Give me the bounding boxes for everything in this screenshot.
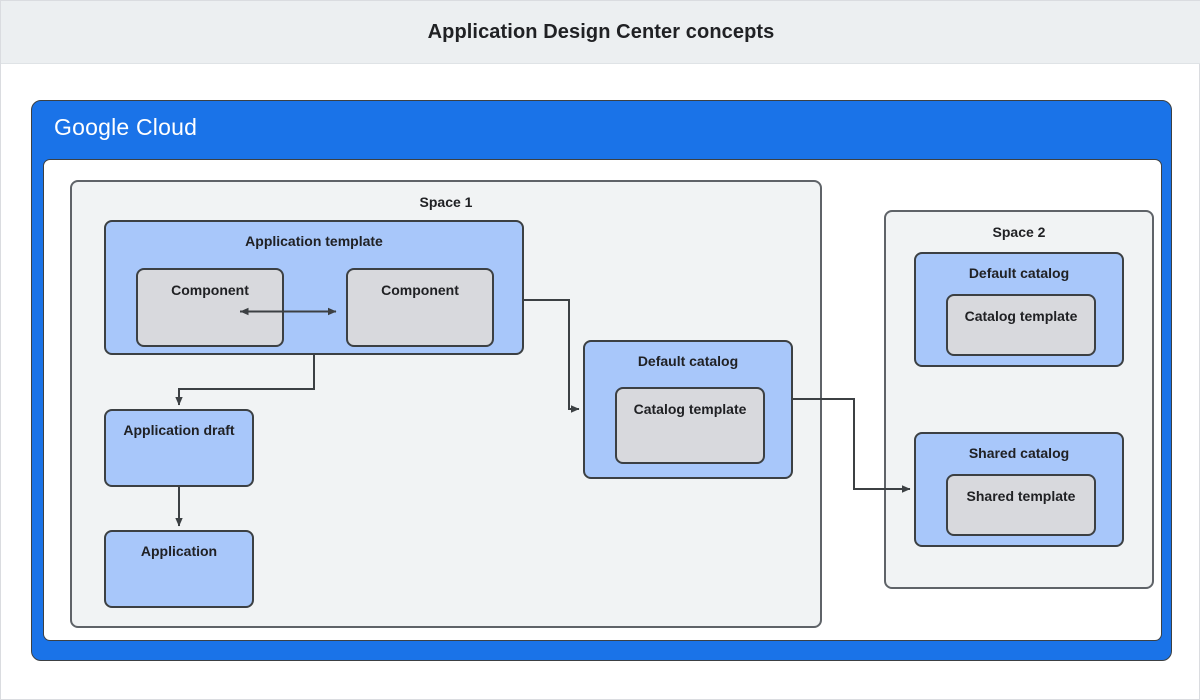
page-title: Application Design Center concepts xyxy=(427,20,775,43)
component-box-1: Component xyxy=(136,268,284,347)
shared-template-box: Shared template xyxy=(946,474,1096,536)
application-box: Application xyxy=(104,530,254,608)
catalog-template-box-space-2: Catalog template xyxy=(946,294,1096,356)
default-catalog-box-space-2: Default catalog Catalog template xyxy=(914,252,1124,367)
space-2-label: Space 2 xyxy=(992,224,1046,240)
application-draft-label: Application draft xyxy=(123,422,235,438)
catalog-template-box-space-1: Catalog template xyxy=(615,387,765,464)
default-catalog-box-space-1: Default catalog Catalog template xyxy=(583,340,793,479)
application-template-label: Application template xyxy=(245,233,383,249)
google-cloud-inner-panel: Space 1 Application template Component C… xyxy=(43,159,1162,641)
application-label: Application xyxy=(140,543,218,559)
google-cloud-logo-word-google: Google xyxy=(54,114,130,140)
component-label-1: Component xyxy=(171,282,249,298)
google-cloud-logo: Google Cloud xyxy=(54,114,197,141)
shared-catalog-box: Shared catalog Shared template xyxy=(914,432,1124,547)
google-cloud-logo-word-cloud: Cloud xyxy=(135,114,198,140)
default-catalog-label-space-1: Default catalog xyxy=(637,353,739,369)
google-cloud-frame: Google Cloud Space 1 Application templat… xyxy=(31,100,1172,661)
page-header: Application Design Center concepts xyxy=(1,1,1200,64)
application-template-box: Application template Component Component xyxy=(104,220,524,355)
catalog-template-label-space-2: Catalog template xyxy=(964,308,1078,324)
space-1-label: Space 1 xyxy=(419,194,473,210)
default-catalog-label-space-2: Default catalog xyxy=(968,265,1070,281)
shared-template-label: Shared template xyxy=(966,488,1076,504)
shared-catalog-label: Shared catalog xyxy=(968,445,1070,461)
component-box-2: Component xyxy=(346,268,494,347)
catalog-template-label-space-1: Catalog template xyxy=(633,401,747,417)
component-label-2: Component xyxy=(381,282,459,298)
application-draft-box: Application draft xyxy=(104,409,254,487)
